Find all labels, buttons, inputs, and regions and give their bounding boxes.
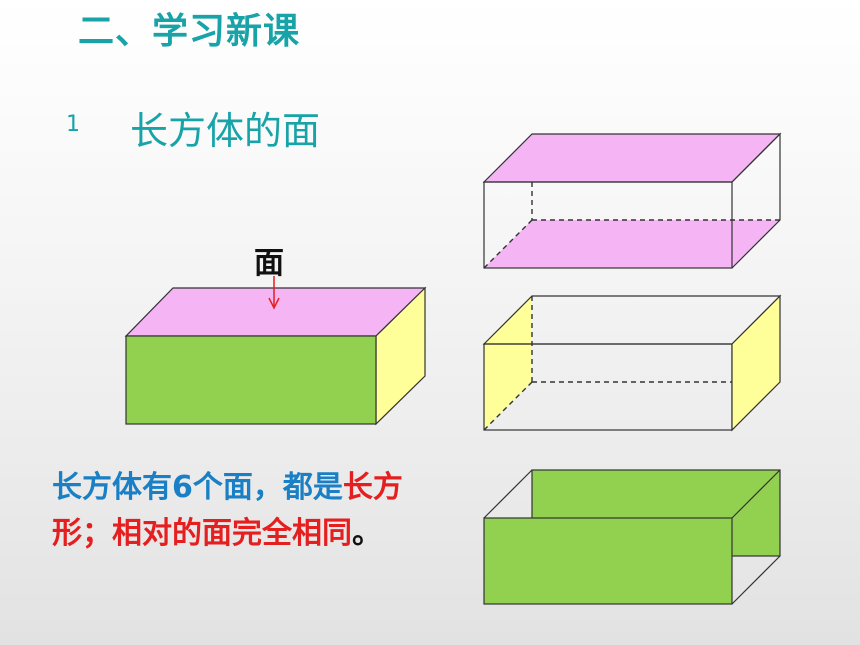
down-arrow bbox=[268, 276, 280, 310]
cuboid-front-back bbox=[483, 469, 781, 605]
description-blue: 长方体有6个面，都是 bbox=[52, 470, 343, 505]
section-label: 长方体的面 bbox=[130, 109, 321, 153]
main-top-face bbox=[124, 287, 427, 337]
description-text: 长方体有6个面，都是长方形；相对的面完全相同。 bbox=[52, 465, 432, 557]
cuboid-left-right bbox=[482, 294, 782, 432]
box2-left-face bbox=[484, 296, 532, 430]
description-red: 长方形；相对的面完全相同 bbox=[52, 470, 403, 551]
cuboid-top-bottom bbox=[482, 132, 782, 269]
box1-top-face bbox=[482, 133, 782, 183]
face-label: 面 bbox=[254, 246, 284, 281]
box3-front-face bbox=[483, 517, 733, 605]
box1-bottom-face bbox=[484, 220, 780, 268]
description-end: 。 bbox=[352, 516, 382, 551]
slide-title: 二、学习新课 bbox=[78, 11, 301, 52]
main-cuboid bbox=[124, 286, 427, 426]
box2-right-face bbox=[731, 294, 781, 432]
main-front-face bbox=[125, 335, 377, 425]
section-number: 1 bbox=[66, 112, 80, 137]
